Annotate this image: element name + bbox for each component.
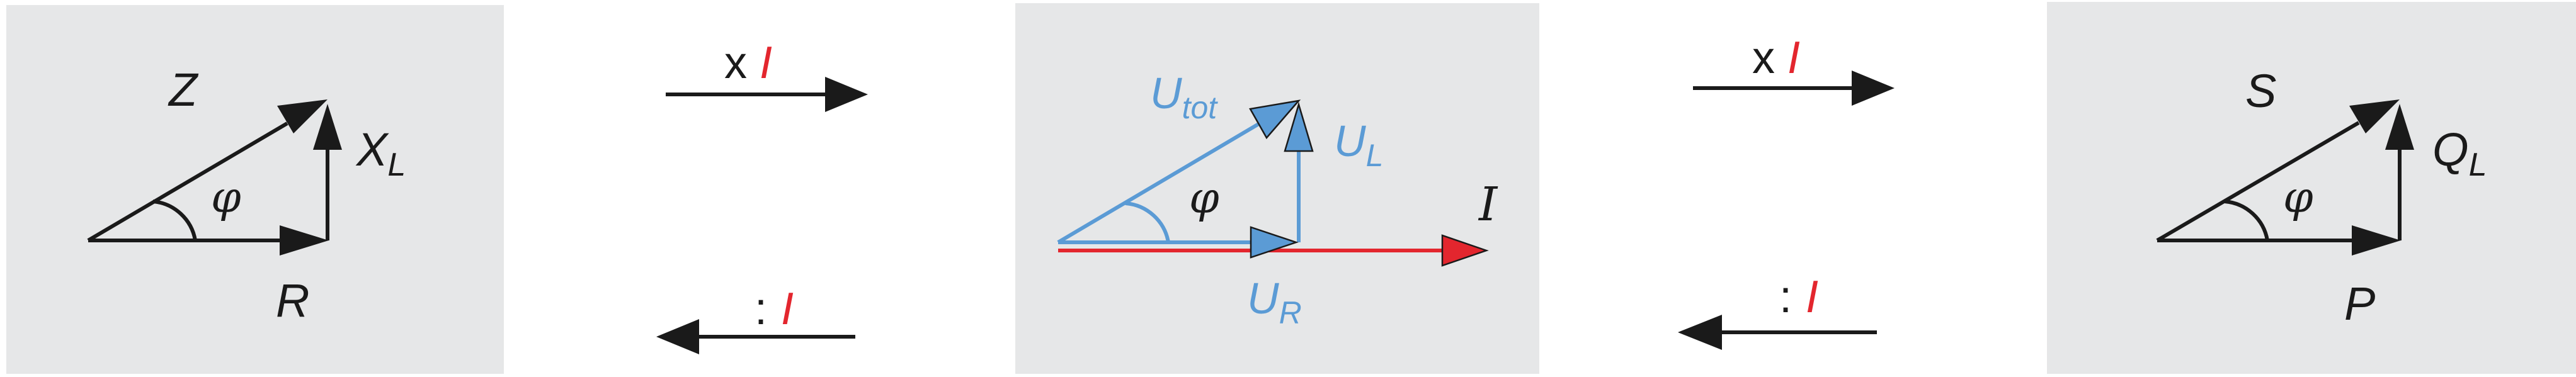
left-top-arrow: [666, 77, 868, 112]
voltage-ur-main: U: [1247, 274, 1279, 323]
impedance-triangle: [87, 121, 329, 242]
power-angle-arc: [2224, 200, 2269, 241]
voltage-utot-arrowhead: [1249, 99, 1301, 140]
right-bottom-arrow: [1678, 315, 1877, 350]
voltage-triangle: [1057, 121, 1301, 244]
power-vertical-main: Q: [2432, 123, 2469, 176]
left-top-arrowhead: [825, 77, 868, 112]
left-bottom-arrowhead: [656, 319, 699, 354]
power-hypotenuse-line: [2156, 121, 2360, 242]
power-hyp-label: S: [2245, 65, 2276, 117]
voltage-utot-sub: tot: [1182, 90, 1219, 125]
voltage-utot-label: Utot: [1150, 69, 1218, 125]
right-bottom-var: I: [1806, 272, 1818, 322]
left-top-op: x: [724, 38, 747, 88]
power-triangle: [2156, 121, 2402, 242]
voltage-utot-line: [1057, 121, 1261, 244]
right-top-arrow: [1693, 70, 1895, 106]
impedance-hyp-arrowhead: [277, 99, 328, 133]
current-label: I: [1478, 177, 1498, 232]
impedance-vertical-label: XL: [355, 123, 406, 183]
impedance-hypotenuse-line: [87, 121, 288, 242]
voltage-panel: [1015, 3, 1539, 374]
voltage-angle-label: φ: [1189, 174, 1219, 223]
impedance-vertical-main: X: [355, 123, 389, 176]
impedance-panel: [6, 5, 504, 374]
left-bottom-label: :I: [755, 284, 794, 334]
power-angle-label: φ: [2283, 173, 2313, 223]
impedance-hyp-label: Z: [168, 64, 199, 116]
voltage-ur-sub: R: [1279, 295, 1302, 330]
voltage-ul-sub: L: [1366, 138, 1384, 173]
voltage-ur-label: UR: [1247, 274, 1302, 330]
voltage-ul-label: UL: [1334, 116, 1383, 173]
right-top-op: x: [1752, 33, 1775, 83]
power-vertical-label: QL: [2432, 123, 2487, 183]
impedance-vertical-arrowhead: [313, 104, 342, 150]
left-bottom-op: :: [755, 284, 767, 334]
impedance-base-label: R: [276, 274, 309, 327]
right-bottom-op: :: [1779, 272, 1792, 322]
left-top-var: I: [760, 38, 772, 88]
power-panel: [2047, 2, 2576, 374]
voltage-ul-arrowhead: [1284, 101, 1314, 152]
right-bottom-label: :I: [1779, 272, 1818, 322]
right-top-var: I: [1787, 33, 1800, 83]
right-bottom-arrowhead: [1678, 315, 1722, 350]
left-bottom-arrow: [656, 319, 855, 354]
voltage-ur-arrowhead: [1250, 226, 1299, 259]
voltage-utot-main: U: [1150, 69, 1182, 118]
impedance-vertical-sub: L: [387, 147, 406, 183]
current-arrowhead: [1441, 234, 1489, 267]
power-base-arrowhead: [2352, 225, 2401, 256]
voltage-ul-main: U: [1334, 116, 1366, 166]
impedance-angle-arc: [152, 200, 197, 241]
power-base-label: P: [2344, 278, 2375, 330]
right-top-arrowhead: [1852, 70, 1895, 106]
left-bottom-var: I: [781, 284, 794, 334]
impedance-base-arrowhead: [280, 225, 329, 256]
impedance-angle-label: φ: [211, 173, 241, 223]
power-hyp-arrowhead: [2349, 99, 2400, 133]
power-vertical-sub: L: [2469, 147, 2487, 183]
voltage-angle-arc: [1125, 201, 1170, 243]
power-vertical-arrowhead: [2385, 104, 2414, 150]
